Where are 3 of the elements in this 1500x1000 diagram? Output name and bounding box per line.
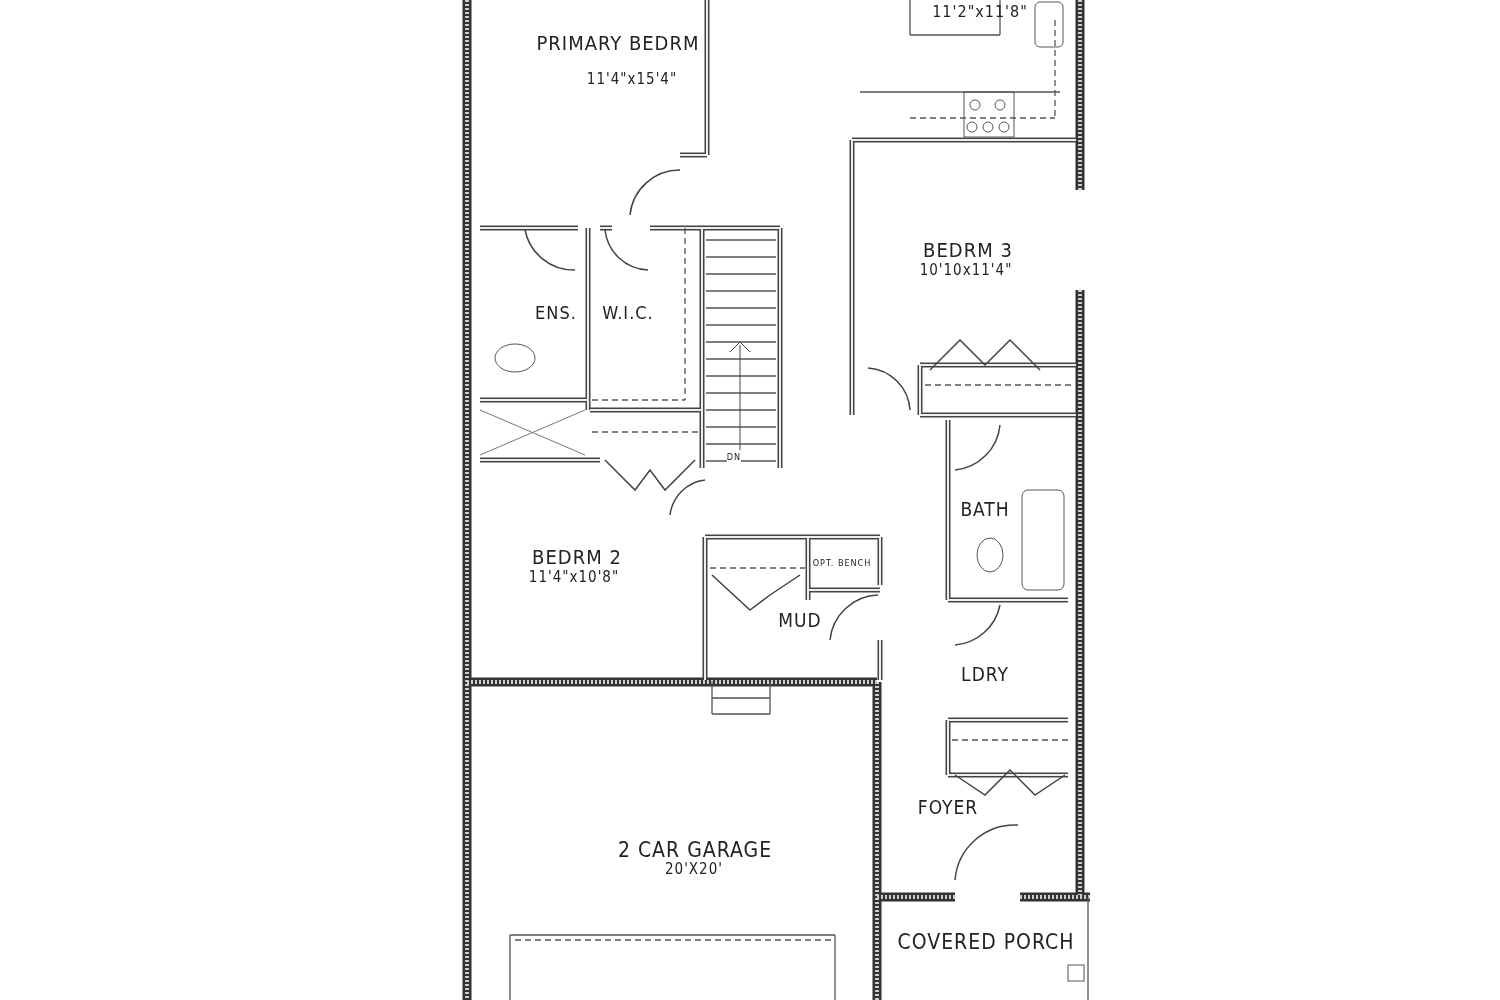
room-label: OPT. BENCH (812, 559, 872, 569)
stair-label: DN (726, 453, 742, 463)
dimension-text: 11'2"x11'8" (932, 3, 1028, 21)
